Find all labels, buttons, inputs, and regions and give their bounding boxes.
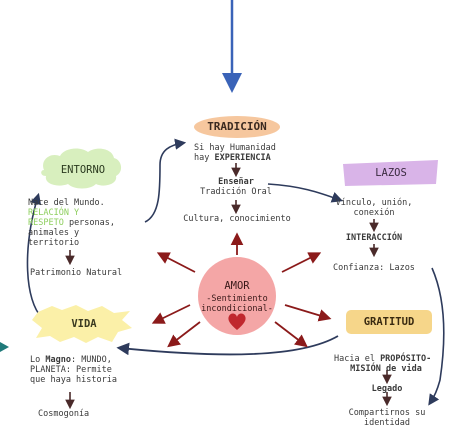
entorno-to-tradicion-arrow (144, 138, 187, 223)
tradicion-title: TRADICIÓN (207, 120, 267, 133)
entorno-title: ENTORNO (60, 164, 106, 176)
tradicion-line1: Si hay Humanidad (194, 143, 276, 153)
entorno-line5: territorio (28, 238, 80, 248)
gratitud-step3: identidad (363, 418, 411, 428)
gratitud-step2: Compartirnos su (348, 408, 426, 418)
gratitud-line2: MISIÓN de vida (350, 364, 422, 374)
amor-arrow-down-right (274, 321, 308, 348)
gratitud-badge (346, 310, 432, 334)
amor-arrow-left (151, 304, 191, 324)
gratitud-title: GRATITUD (363, 316, 415, 328)
vida-title: VIDA (71, 318, 97, 330)
amor-title: AMOR (224, 280, 250, 292)
amor-circle (198, 257, 276, 335)
entorno-line3: RESPETO personas, (28, 218, 116, 228)
lazos-line2: conexión (353, 208, 395, 218)
entorno-line2: RELACIÓN Y (28, 208, 80, 218)
vida-line2: PLANETA: Permite (30, 365, 112, 375)
gratitud-step1: Legado (371, 384, 403, 394)
entorno-badge (41, 148, 122, 189)
gratitud-to-vida-arrow (116, 335, 339, 356)
tradicion-step1-a: Enseñar (218, 177, 254, 187)
tradicion-step1-b: Tradición Oral (200, 187, 272, 197)
tradicion-step2: Cultura, conocimiento (183, 214, 291, 224)
vida-to-entorno-arrow (26, 192, 43, 319)
amor-arrow-down-left (167, 321, 201, 348)
tradicion-badge (194, 116, 280, 138)
entorno-result: Patrimonio Natural (30, 268, 123, 278)
lazos-title: LAZOS (375, 167, 407, 179)
amor-line2: incondicional- (201, 304, 273, 314)
vida-line3: que haya historia (30, 375, 117, 385)
tradicion-to-lazos-arrow (267, 183, 344, 203)
lazos-badge (343, 160, 438, 186)
vida-badge (32, 305, 132, 343)
tradicion-line2: hay EXPERIENCIA (194, 153, 271, 163)
lazos-line1: Vínculo, unión, (335, 198, 413, 208)
lazos-to-gratitud-arrow (428, 267, 445, 406)
entorno-line1: Nace del Mundo. (28, 198, 105, 208)
amor-line1: -Sentimiento (206, 294, 268, 304)
amor-arrow-up-left (156, 252, 196, 273)
heart-icon (228, 313, 246, 330)
left-edge-arrow (0, 342, 9, 352)
gratitud-line1: Hacia el PROPÓSITO- (334, 354, 432, 364)
lazos-step1: INTERACCIÓN (345, 233, 403, 243)
entorno-line4: animales y (28, 228, 80, 238)
vida-line1: Lo Magno: MUNDO, (30, 355, 112, 365)
amor-arrow-up-right (281, 252, 322, 273)
vida-result: Cosmogonía (38, 409, 90, 419)
amor-arrow-right (284, 304, 332, 322)
lazos-step2: Confianza: Lazos (333, 263, 415, 273)
